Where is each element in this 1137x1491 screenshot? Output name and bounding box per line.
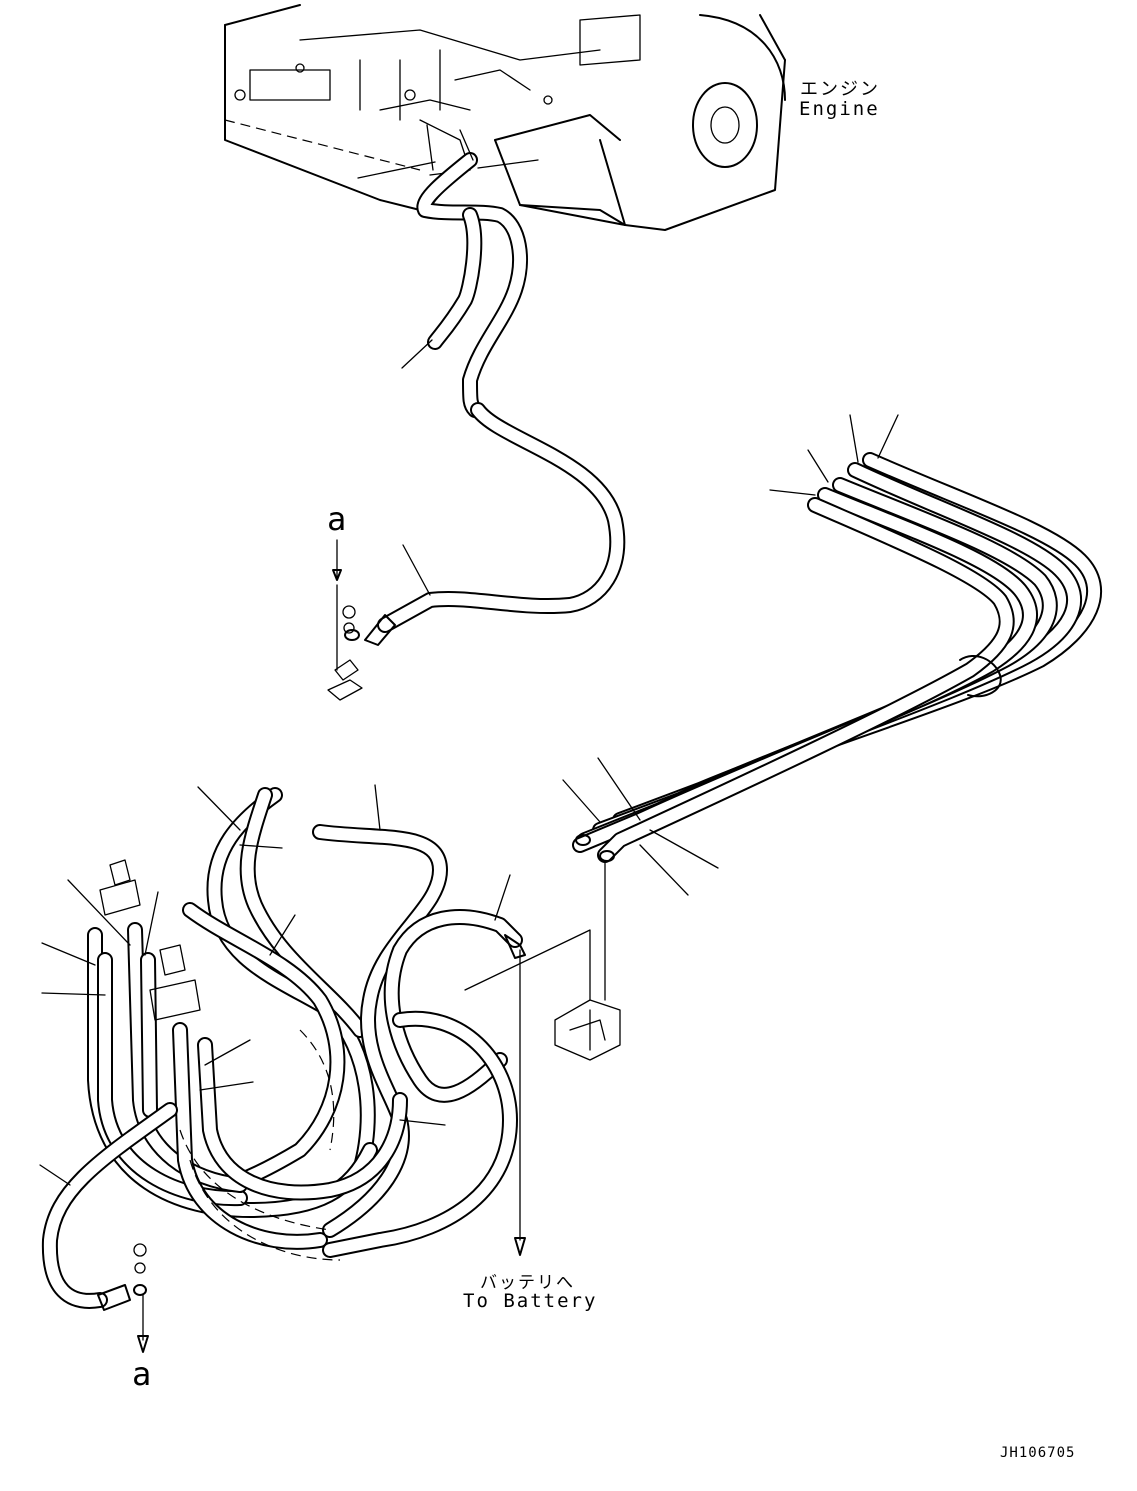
- battery-label-en: To Battery: [463, 1290, 598, 1312]
- drawing-number: JH106705: [1000, 1445, 1076, 1461]
- engine-assembly: [224, 4, 786, 231]
- engine-ground-cable: [327, 124, 626, 701]
- engine-label-jp: エンジン: [800, 79, 880, 100]
- right-cable-bundle: [554, 414, 1103, 1061]
- view-marker-top: a: [327, 500, 347, 538]
- leader-lines-bottom: [39, 784, 591, 1353]
- lower-cable-assembly: [41, 787, 526, 1311]
- leader-lines-top: [332, 159, 539, 671]
- view-marker-bottom: a: [132, 1355, 152, 1393]
- engine-label-en: Engine: [799, 98, 880, 120]
- battery-label-jp: バッテリへ: [480, 1273, 575, 1293]
